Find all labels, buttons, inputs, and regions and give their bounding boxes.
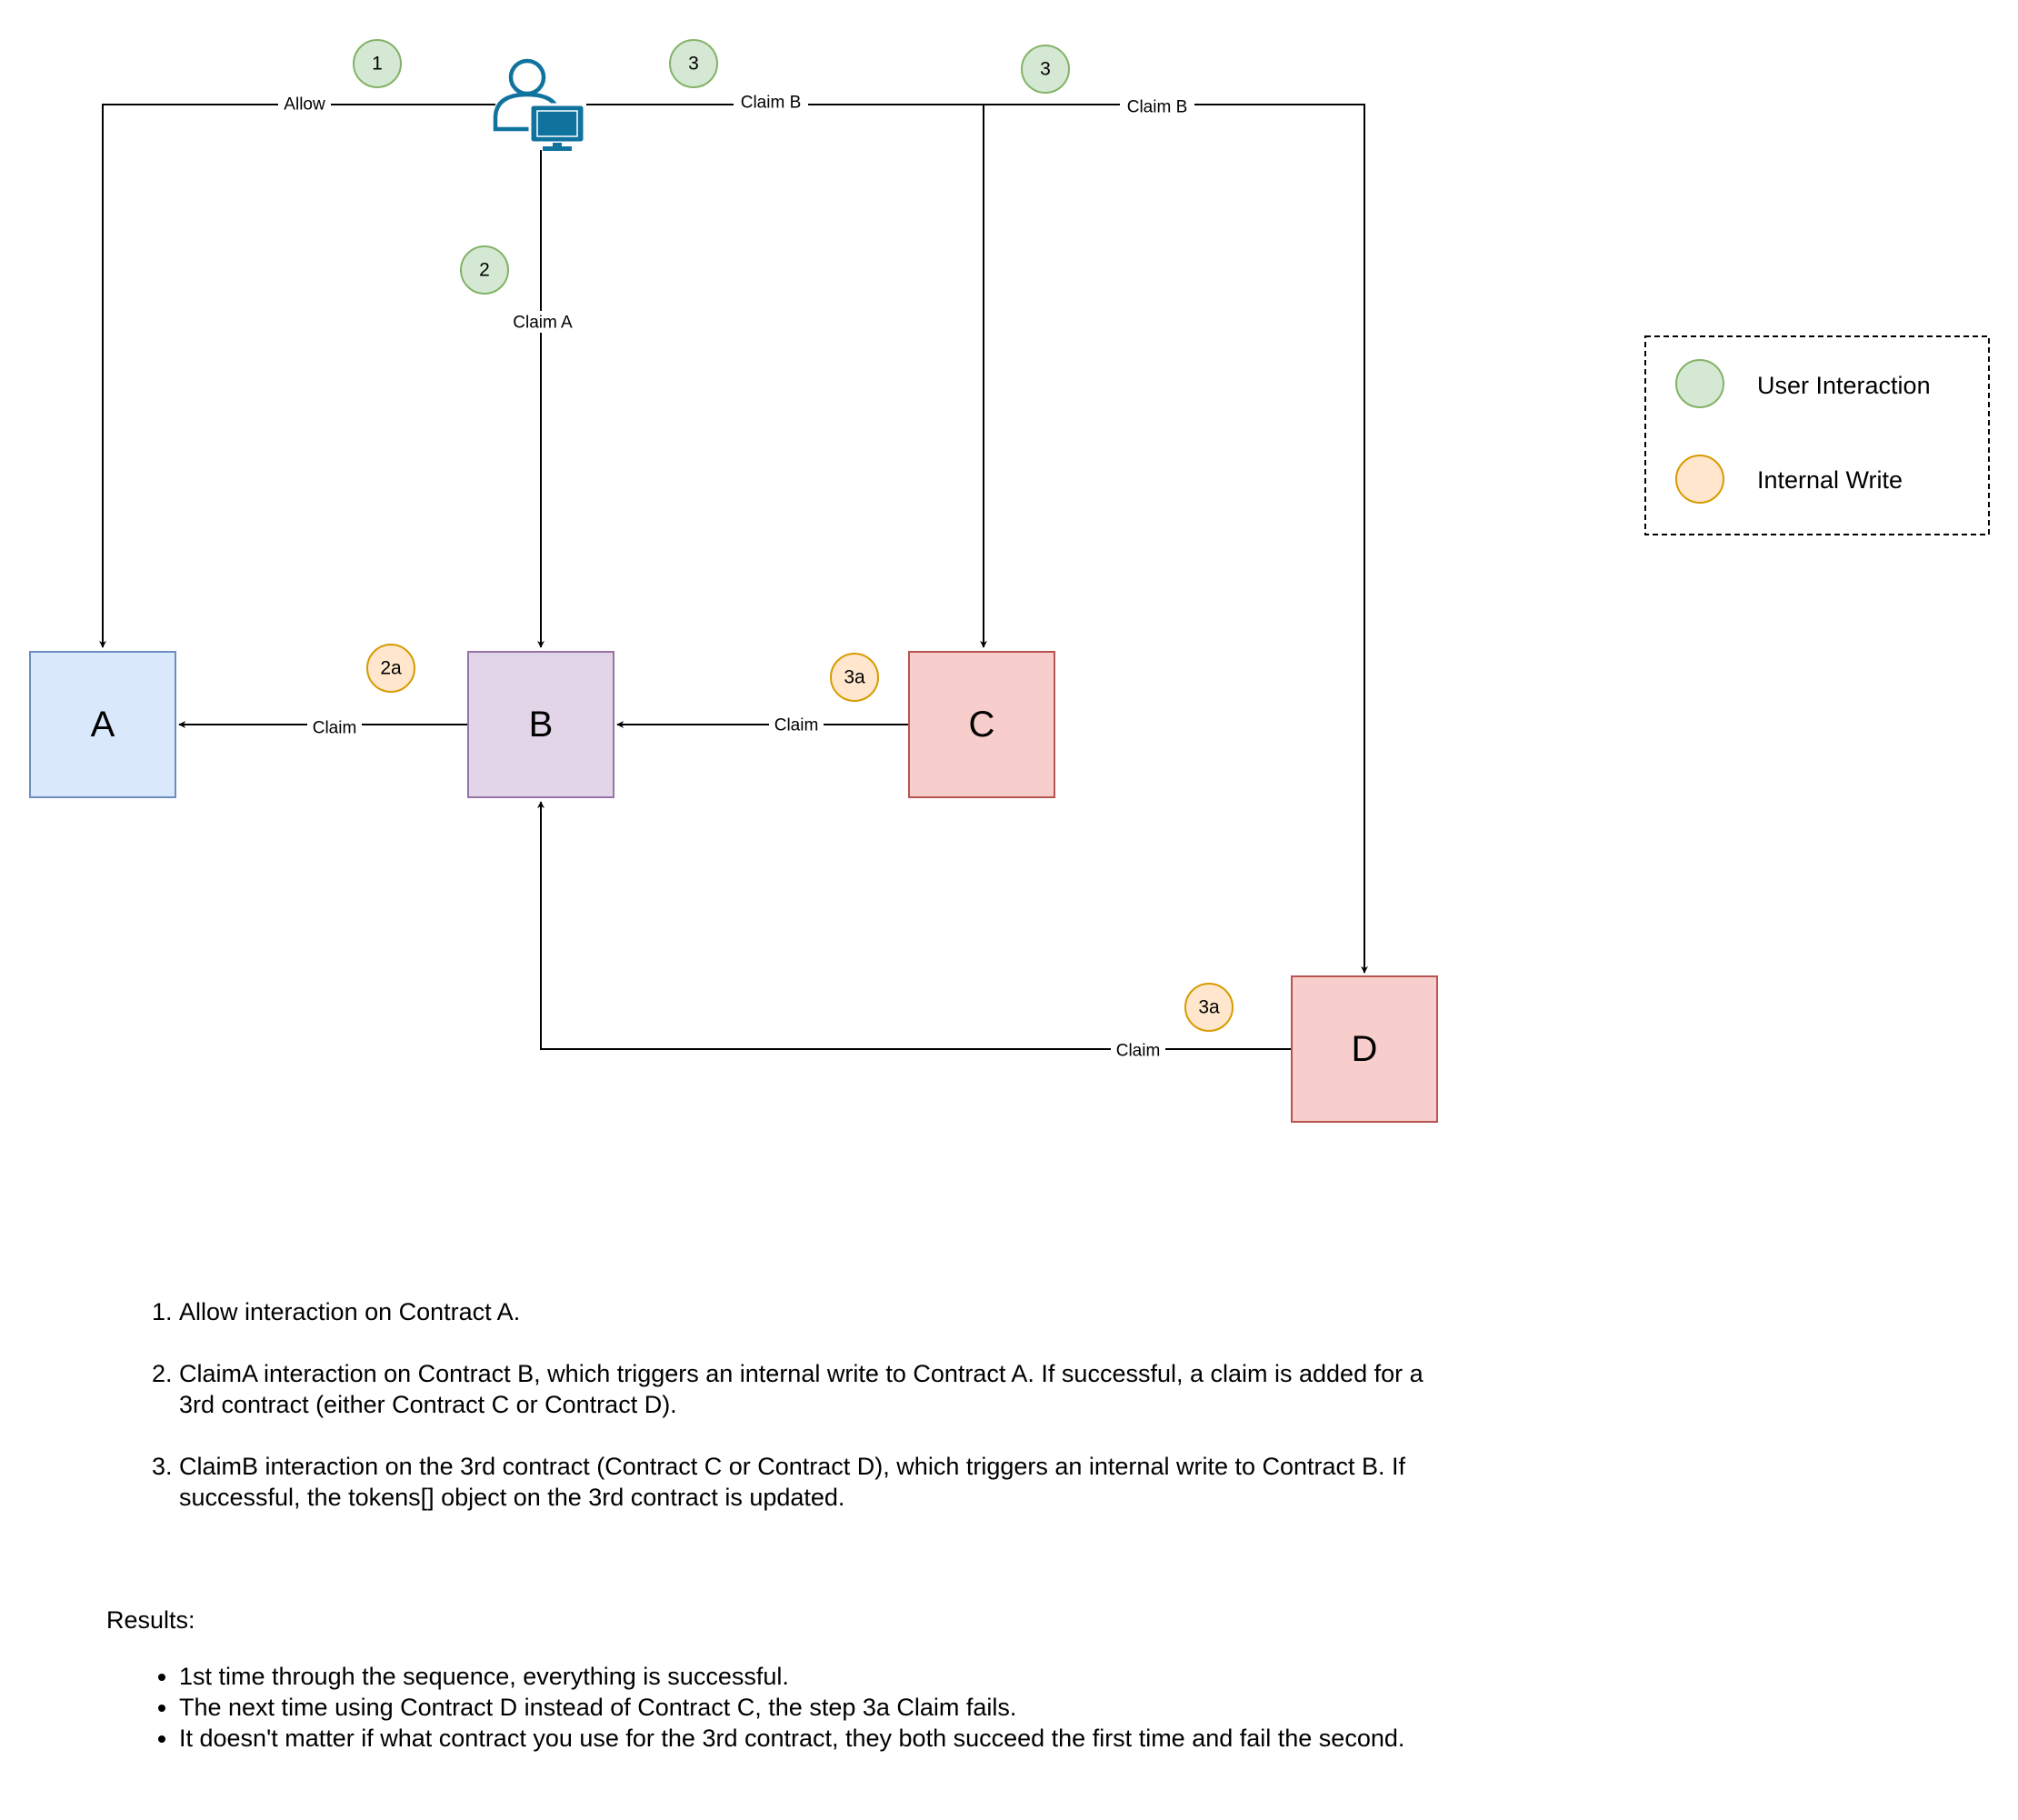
results-title: Results: — [106, 1606, 195, 1634]
contract-box-c: C — [908, 651, 1055, 798]
legend: User Interaction Internal Write — [1644, 335, 1990, 535]
contract-b-rect — [467, 651, 614, 798]
step-item: Allow interaction on Contract A. — [179, 1296, 1452, 1327]
step-item: ClaimB interaction on the 3rd contract (… — [179, 1451, 1452, 1513]
legend-internal-write-swatch — [1675, 455, 1724, 504]
badge-step-3a-d: 3a — [1184, 983, 1234, 1032]
contract-box-d: D — [1291, 975, 1438, 1123]
edge-d-to-b — [537, 801, 1292, 1050]
badge-step-3-d-text: 3 — [1040, 59, 1051, 80]
badge-step-3a-c: 3a — [830, 653, 879, 702]
legend-user-interaction-swatch — [1675, 359, 1724, 408]
edge-label-claim-b-d: Claim B — [1127, 98, 1188, 117]
badge-step-2: 2 — [460, 245, 509, 295]
edge-claim-b-d — [984, 104, 1368, 974]
badge-step-1-text: 1 — [372, 54, 383, 75]
legend-user-interaction-label: User Interaction — [1757, 372, 1931, 399]
badge-step-2a: 2a — [366, 644, 415, 693]
badge-step-3a-c-text: 3a — [844, 667, 865, 688]
result-item: It doesn't matter if what contract you u… — [179, 1723, 1452, 1754]
contract-d-label: D — [1352, 1029, 1378, 1069]
badge-step-2a-text: 2a — [380, 658, 402, 679]
contract-c-rect — [908, 651, 1055, 798]
result-item: The next time using Contract D instead o… — [179, 1692, 1452, 1723]
step-item: ClaimA interaction on Contract B, which … — [179, 1358, 1452, 1420]
results-list: 1st time through the sequence, everythin… — [118, 1661, 1452, 1754]
contract-a-rect — [29, 651, 176, 798]
edge-label-claim-b-c: Claim B — [741, 94, 802, 113]
badge-step-2-text: 2 — [479, 260, 490, 281]
edge-label-d-to-b: Claim — [1116, 1042, 1161, 1061]
contract-box-b: B — [467, 651, 614, 798]
contract-a-label: A — [91, 705, 115, 745]
contract-box-a: A — [29, 651, 176, 798]
user-computer-icon — [493, 58, 586, 151]
result-item: 1st time through the sequence, everythin… — [179, 1661, 1452, 1692]
steps-list: Allow interaction on Contract A. ClaimA … — [118, 1296, 1452, 1544]
badge-step-3-c: 3 — [669, 39, 718, 88]
flow-diagram: A B C D Allow Claim A Claim B Claim B Cl… — [29, 39, 1990, 1123]
badge-step-1: 1 — [353, 39, 402, 88]
contract-b-label: B — [529, 705, 554, 745]
edge-label-c-to-b: Claim — [774, 716, 819, 735]
badge-step-3-d: 3 — [1021, 45, 1070, 94]
edge-label-b-to-a: Claim — [313, 719, 357, 738]
legend-internal-write-label: Internal Write — [1757, 466, 1903, 494]
contract-d-rect — [1291, 975, 1438, 1123]
edge-label-allow: Allow — [284, 95, 325, 115]
contract-c-label: C — [969, 705, 995, 745]
edge-claim-b-c — [586, 104, 987, 648]
badge-step-3-c-text: 3 — [688, 54, 699, 75]
edge-label-claim-a: Claim A — [513, 314, 573, 333]
badge-step-3a-d-text: 3a — [1198, 997, 1220, 1018]
edge-allow — [99, 104, 495, 648]
